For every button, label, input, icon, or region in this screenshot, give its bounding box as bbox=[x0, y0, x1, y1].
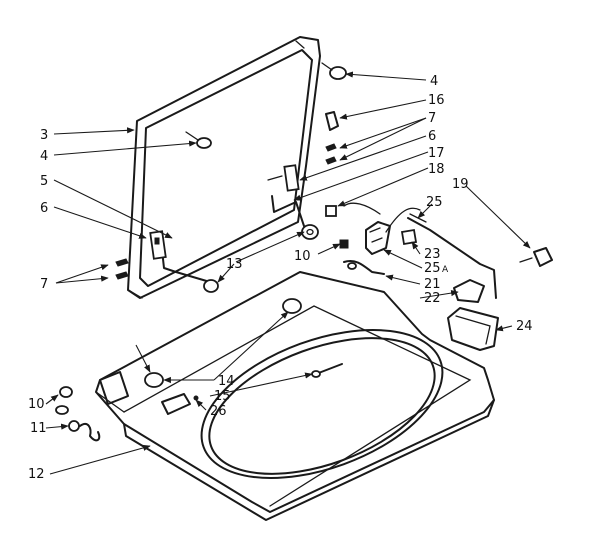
spring-11 bbox=[68, 420, 101, 442]
callout-4-right: 4 bbox=[430, 74, 438, 89]
callout-labels: 3 4 5 6 7 4 16 7 6 17 18 19 25 13 10 23 … bbox=[28, 74, 533, 482]
callout-16: 16 bbox=[428, 93, 445, 108]
callout-4-left: 4 bbox=[40, 149, 48, 164]
screw-10-top bbox=[339, 239, 349, 249]
callout-7-left: 7 bbox=[40, 277, 48, 292]
callout-15: 15 bbox=[214, 389, 231, 404]
screw-pair-right bbox=[325, 143, 337, 165]
lid-bumper-top bbox=[321, 62, 347, 80]
callout-25a: 25 bbox=[424, 261, 441, 276]
screw-pair-left bbox=[115, 258, 129, 280]
callout-21: 21 bbox=[424, 277, 441, 292]
callout-18: 18 bbox=[428, 162, 445, 177]
lid-bumper-left bbox=[185, 131, 212, 149]
callout-25: 25 bbox=[426, 195, 443, 210]
hinge-bracket-left bbox=[149, 230, 167, 260]
hinge-bushing bbox=[301, 224, 319, 240]
lid-switch-assembly bbox=[343, 202, 421, 255]
switch-actuator-23 bbox=[400, 228, 418, 246]
callout-24: 24 bbox=[516, 319, 533, 334]
hinge-bracket-right bbox=[267, 164, 300, 192]
knob-10 bbox=[55, 386, 73, 415]
wire-21 bbox=[343, 260, 385, 275]
lid-bumper-bottom bbox=[203, 279, 219, 293]
callout-23: 23 bbox=[424, 247, 441, 262]
lid-frame bbox=[127, 36, 321, 299]
callout-10-top: 10 bbox=[294, 249, 311, 264]
callout-12: 12 bbox=[28, 467, 45, 482]
connector-19 bbox=[519, 247, 553, 267]
callout-6-right: 6 bbox=[428, 129, 436, 144]
leader-lines bbox=[45, 71, 531, 475]
callout-17: 17 bbox=[428, 146, 445, 161]
switch-bracket-22 bbox=[453, 279, 485, 303]
callout-3: 3 bbox=[40, 128, 48, 143]
callout-26: 26 bbox=[210, 404, 227, 419]
rod-15 bbox=[311, 363, 343, 378]
callout-11: 11 bbox=[30, 421, 47, 436]
callout-14: 14 bbox=[218, 374, 235, 389]
top-bumper-14 bbox=[144, 298, 302, 388]
callout-13: 13 bbox=[226, 257, 243, 272]
lid-switch-clip-18 bbox=[325, 205, 337, 217]
callout-19: 19 bbox=[452, 177, 469, 192]
clip-16 bbox=[325, 111, 339, 131]
callout-5: 5 bbox=[40, 174, 48, 189]
callout-25a-suffix: A bbox=[442, 265, 449, 275]
callout-6-left: 6 bbox=[40, 201, 48, 216]
washer-top bbox=[95, 271, 495, 521]
tub-opening bbox=[200, 329, 444, 479]
callout-7-right: 7 bbox=[428, 111, 436, 126]
callout-22: 22 bbox=[424, 291, 441, 306]
callout-10-bottom: 10 bbox=[28, 397, 45, 412]
plate-26 bbox=[161, 393, 199, 415]
switch-cover-24 bbox=[447, 307, 499, 351]
